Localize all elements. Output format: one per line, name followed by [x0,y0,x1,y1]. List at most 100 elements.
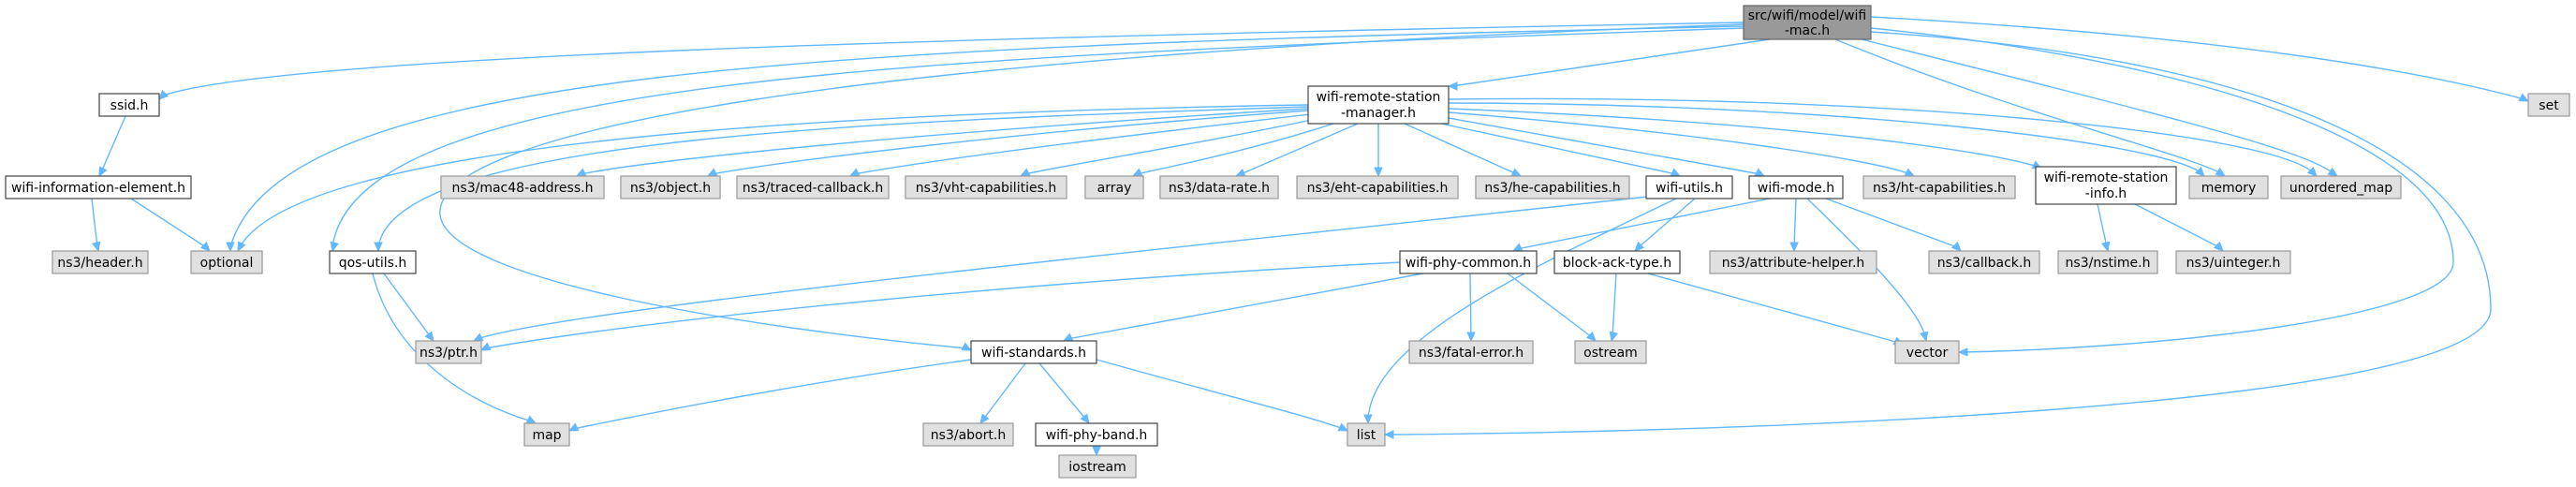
node-wifi-phy-band[interactable]: wifi-phy-band.h [1035,422,1158,447]
node-ns3-object[interactable]: ns3/object.h [620,175,721,199]
edge-arrowhead [1511,243,1524,252]
node-wifi-standards[interactable]: wifi-standards.h [970,340,1097,364]
node-wifi-mode[interactable]: wifi-mode.h [1748,175,1844,199]
edge-root-to-memory [1834,38,2227,177]
edge-ssid-to-wie [98,115,126,178]
edge-wie-to-header [91,198,101,253]
node-ns3-data-rate[interactable]: ns3/data-rate.h [1159,175,1279,199]
node-qos-utils[interactable]: qos-utils.h [329,250,417,274]
node-wifi-phy-band-label: wifi-phy-band.h [1046,428,1148,443]
node-ns3-nstime-label: ns3/nstime.h [2066,256,2151,271]
node-root[interactable]: src/wifi/model/wifi -mac.h [1743,5,1872,40]
node-wifi-standards-label: wifi-standards.h [981,346,1086,361]
node-root-line1: src/wifi/model/wifi [1748,8,1867,23]
node-vector[interactable]: vector [1894,340,1960,364]
node-vector-label: vector [1906,346,1949,361]
node-ns3-ht-capabilities[interactable]: ns3/ht-capabilities.h [1862,175,2016,199]
node-wifi-remote-station-manager[interactable]: wifi-remote-station -manager.h [1307,85,1450,125]
node-block-ack-type[interactable]: block-ack-type.h [1553,250,1681,274]
edge-arrowhead [2213,241,2224,252]
node-ns3-nstime[interactable]: ns3/nstime.h [2057,250,2158,274]
node-optional[interactable]: optional [190,250,263,274]
edge-arrowhead [1337,422,1349,432]
edge-arrowhead [706,168,718,177]
node-ns3-callback-label: ns3/callback.h [1937,256,2031,271]
edge-arrowhead [479,342,492,351]
edge-arrowhead [1904,168,1916,177]
edge-arrowhead [2215,167,2227,177]
node-ssid[interactable]: ssid.h [98,93,160,117]
edge-arrowhead [1950,241,1962,252]
edge-arrowhead [2518,93,2530,102]
node-block-ack-type-label: block-ack-type.h [1563,256,1671,271]
edge-qos-to-ptr [383,273,434,342]
node-set[interactable]: set [2527,93,2570,117]
edge-arrowhead [1383,430,1394,439]
node-ns3-mac48-address[interactable]: ns3/mac48-address.h [440,175,605,199]
edge-wrsm-to-eht [1374,124,1383,178]
node-ns3-callback[interactable]: ns3/callback.h [1928,250,2040,274]
edge-arrowhead [472,332,484,342]
node-ns3-header-label: ns3/header.h [57,256,142,271]
edge-arrowhead [1585,331,1597,342]
edge-phycommon-to-fatal [1466,273,1476,343]
edge-arrowhead [374,242,383,253]
edge-wie-to-optional [130,198,211,252]
node-ostream-label: ostream [1583,346,1638,361]
edges-layer [91,16,2530,457]
node-wifi-remote-station-info[interactable]: wifi-remote-station -info.h [2035,166,2177,205]
node-ns3-he-capabilities-label: ns3/he-capabilities.h [1484,181,1620,196]
node-array[interactable]: array [1084,175,1144,199]
node-memory[interactable]: memory [2188,175,2269,199]
edge-root-to-wrsm [1447,38,1771,91]
node-set-label: set [2539,98,2559,113]
node-wifi-information-element[interactable]: wifi-information-element.h [5,175,192,199]
edge-arrowhead [98,166,108,178]
edge-root-to-qos [330,27,1744,253]
node-ns3-abort[interactable]: ns3/abort.h [922,422,1014,447]
node-list[interactable]: list [1347,422,1386,447]
node-unordered-map[interactable]: unordered_map [2280,175,2402,199]
node-unordered-map-label: unordered_map [2289,181,2392,196]
node-ns3-vht-capabilities[interactable]: ns3/vht-capabilities.h [905,175,1067,199]
node-ns3-attribute-helper[interactable]: ns3/attribute-helper.h [1709,250,1877,274]
edge-wrsm-to-optional [237,104,1309,253]
node-wifi-phy-common[interactable]: wifi-phy-common.h [1399,250,1538,274]
node-wifi-utils[interactable]: wifi-utils.h [1645,175,1733,199]
edge-wrsm-to-qos [374,106,1309,253]
node-ns3-traced-callback[interactable]: ns3/traced-callback.h [736,175,890,199]
node-ns3-uinteger[interactable]: ns3/uinteger.h [2175,250,2291,274]
node-ns3-fatal-error[interactable]: ns3/fatal-error.h [1408,340,1534,364]
node-ns3-traced-callback-label: ns3/traced-callback.h [743,181,884,196]
node-ostream[interactable]: ostream [1574,340,1647,364]
edge-band-to-iostream [1092,446,1101,457]
edge-arrowhead [1510,168,1523,177]
node-ns3-he-capabilities[interactable]: ns3/he-capabilities.h [1475,175,1630,199]
edge-arrowhead [961,342,973,351]
edge-arrowhead [575,168,587,177]
node-ns3-eht-capabilities[interactable]: ns3/eht-capabilities.h [1296,175,1459,199]
edge-arrowhead [1789,242,1799,253]
node-map-label: map [532,428,561,443]
node-map[interactable]: map [523,422,570,447]
node-wifi-phy-common-label: wifi-phy-common.h [1406,256,1531,271]
node-ns3-header[interactable]: ns3/header.h [52,250,149,274]
node-ns3-ptr[interactable]: ns3/ptr.h [415,340,482,364]
node-ns3-attribute-helper-label: ns3/attribute-helper.h [1722,256,1865,271]
edge-arrowhead [567,422,580,432]
edge-wstd-to-band [1038,362,1090,424]
edge-wrsi-to-uinteger [2134,203,2224,252]
node-root-line2: -mac.h [1785,23,1830,38]
edge-wrsi-to-nstime [2097,203,2111,253]
edge-root-to-set [1870,16,2530,102]
node-ns3-abort-label: ns3/abort.h [931,428,1006,443]
edge-root-to-ssid [158,22,1744,100]
edge-arrowhead [1670,168,1682,177]
edge-arrowhead [2101,241,2111,253]
node-iostream[interactable]: iostream [1058,454,1137,479]
edge-wrsm-to-object [706,110,1309,177]
edge-arrowhead [2327,167,2339,177]
edge-wstd-to-abort [979,362,1026,424]
edge-arrowhead [1062,332,1074,342]
edge-arrowhead [92,241,101,253]
